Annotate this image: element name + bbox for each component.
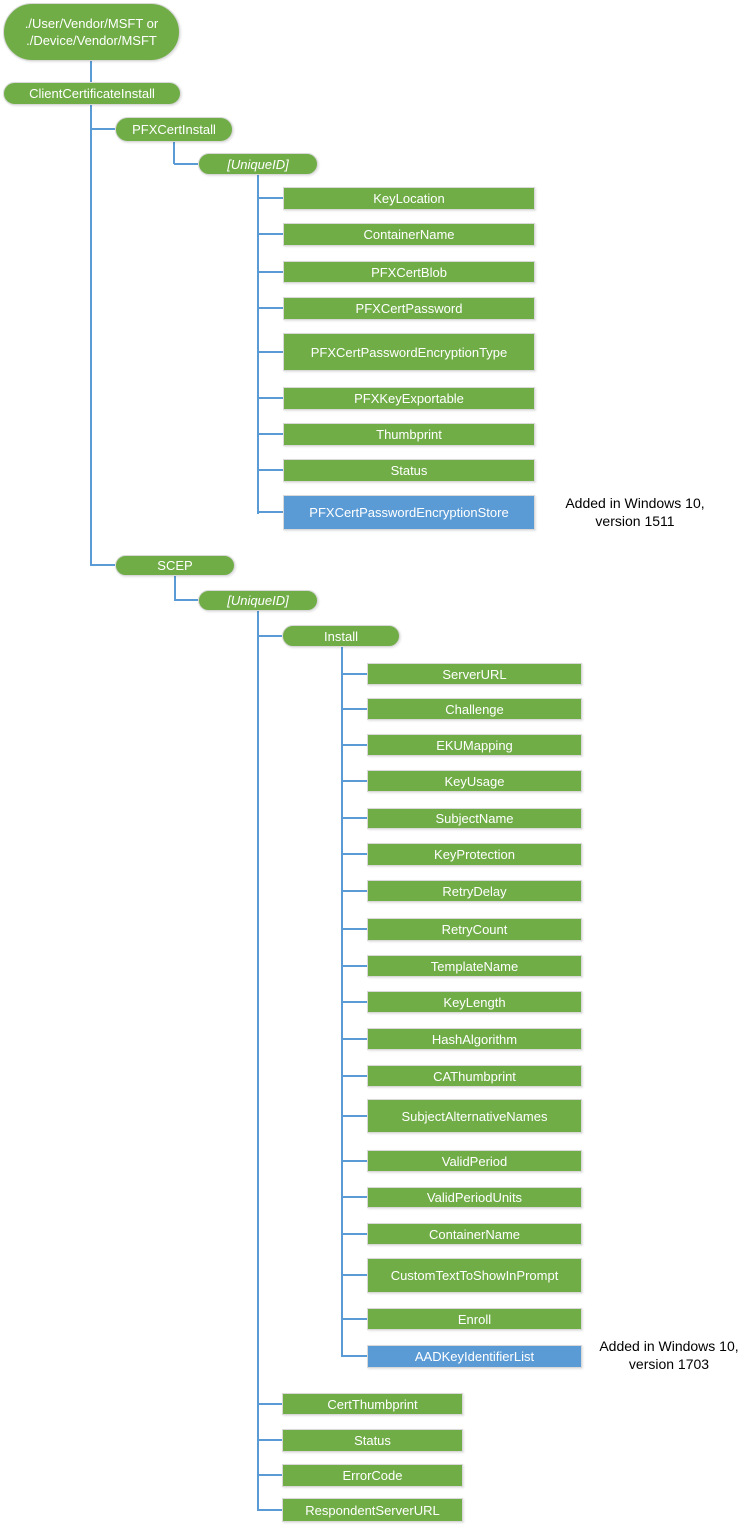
node-status-scep: Status — [282, 1429, 463, 1452]
node-retry-delay: RetryDelay — [367, 880, 582, 902]
node-template-name: TemplateName — [367, 955, 582, 977]
connector-line-horizontal — [342, 1274, 367, 1276]
node-challenge: Challenge — [367, 698, 582, 720]
node-server-url: ServerURL — [367, 663, 582, 685]
node-root: ./User/Vendor/MSFT or ./Device/Vendor/MS… — [3, 3, 180, 61]
node-respondent-server-url: RespondentServerURL — [282, 1498, 463, 1522]
node-subject-alternative-names: SubjectAlternativeNames — [367, 1099, 582, 1133]
connector-line-horizontal — [342, 817, 367, 819]
connector-line-horizontal — [258, 511, 283, 513]
node-thumbprint: Thumbprint — [283, 423, 535, 446]
node-key-protection: KeyProtection — [367, 843, 582, 866]
connector-line-horizontal — [258, 233, 283, 235]
node-pfx-cert-install: PFXCertInstall — [115, 117, 233, 142]
node-key-usage: KeyUsage — [367, 770, 582, 792]
connector-line-horizontal — [258, 197, 283, 199]
node-pfx-cert-password: PFXCertPassword — [283, 297, 535, 320]
connector-line-horizontal — [258, 1439, 282, 1441]
node-subject-name: SubjectName — [367, 808, 582, 829]
connector-line-horizontal — [258, 1509, 282, 1511]
node-container-name-pfx: ContainerName — [283, 223, 535, 246]
connector-line-horizontal — [342, 1196, 367, 1198]
node-key-length: KeyLength — [367, 991, 582, 1013]
connector-line-vertical — [174, 576, 176, 601]
connector-line-vertical — [90, 105, 92, 566]
connector-line-horizontal — [342, 1075, 367, 1077]
connector-line-horizontal — [91, 128, 115, 130]
node-pfx-cert-password-encryption-store: PFXCertPasswordEncryptionStore — [283, 495, 535, 530]
node-cert-thumbprint: CertThumbprint — [282, 1393, 463, 1415]
node-pfx-key-exportable: PFXKeyExportable — [283, 387, 535, 410]
node-eku-mapping: EKUMapping — [367, 734, 582, 756]
connector-line-horizontal — [342, 708, 367, 710]
node-pfx-cert-password-encryption-type: PFXCertPasswordEncryptionType — [283, 333, 535, 371]
connector-line-horizontal — [342, 965, 367, 967]
connector-line-horizontal — [342, 1001, 367, 1003]
connector-line-horizontal — [342, 1038, 367, 1040]
node-unique-id-scep: [UniqueID] — [198, 590, 318, 611]
node-hash-algorithm: HashAlgorithm — [367, 1028, 582, 1050]
connector-line-horizontal — [342, 780, 367, 782]
connector-line-horizontal — [91, 564, 115, 566]
node-retry-count: RetryCount — [367, 918, 582, 941]
connector-line-horizontal — [342, 890, 367, 892]
connector-line-horizontal — [258, 1403, 282, 1405]
connector-line-horizontal — [258, 469, 283, 471]
node-aad-key-identifier-list: AADKeyIdentifierList — [367, 1345, 582, 1368]
connector-line-vertical — [257, 611, 259, 1511]
connector-line-horizontal — [342, 1233, 367, 1235]
connector-line-horizontal — [258, 635, 282, 637]
node-valid-period: ValidPeriod — [367, 1150, 582, 1172]
connector-line-vertical — [257, 175, 259, 514]
connector-line-horizontal — [258, 351, 283, 353]
node-status-pfx: Status — [283, 459, 535, 482]
connector-line-horizontal — [258, 271, 283, 273]
connector-line-horizontal — [342, 673, 367, 675]
connector-line-vertical — [173, 142, 175, 164]
connector-line-horizontal — [342, 744, 367, 746]
node-valid-period-units: ValidPeriodUnits — [367, 1187, 582, 1208]
node-unique-id-pfx: [UniqueID] — [198, 153, 318, 175]
connector-line-horizontal — [342, 928, 367, 930]
connector-line-horizontal — [342, 1115, 367, 1117]
connector-line-horizontal — [342, 853, 367, 855]
annotation-added-windows10-1703: Added in Windows 10, version 1703 — [599, 1338, 739, 1372]
connector-line-vertical — [90, 61, 92, 82]
node-container-name-scep: ContainerName — [367, 1223, 582, 1245]
node-scep: SCEP — [115, 555, 235, 576]
annotation-added-windows10-1511: Added in Windows 10, version 1511 — [565, 495, 705, 529]
connector-line-horizontal — [342, 1355, 367, 1357]
node-custom-text-to-show-in-prompt: CustomTextToShowInPrompt — [367, 1258, 582, 1293]
node-key-location: KeyLocation — [283, 187, 535, 210]
connector-line-horizontal — [258, 397, 283, 399]
node-install: Install — [282, 625, 400, 647]
connector-line-horizontal — [258, 433, 283, 435]
node-ca-thumbprint: CAThumbprint — [367, 1065, 582, 1087]
connector-line-horizontal — [258, 1474, 282, 1476]
connector-line-horizontal — [342, 1160, 367, 1162]
node-client-certificate-install: ClientCertificateInstall — [3, 82, 181, 105]
node-pfx-cert-blob: PFXCertBlob — [283, 261, 535, 283]
connector-line-horizontal — [258, 307, 283, 309]
node-enroll: Enroll — [367, 1308, 582, 1330]
connector-line-horizontal — [174, 163, 198, 165]
connector-line-horizontal — [342, 1318, 367, 1320]
connector-line-horizontal — [175, 599, 198, 601]
node-error-code: ErrorCode — [282, 1464, 463, 1487]
